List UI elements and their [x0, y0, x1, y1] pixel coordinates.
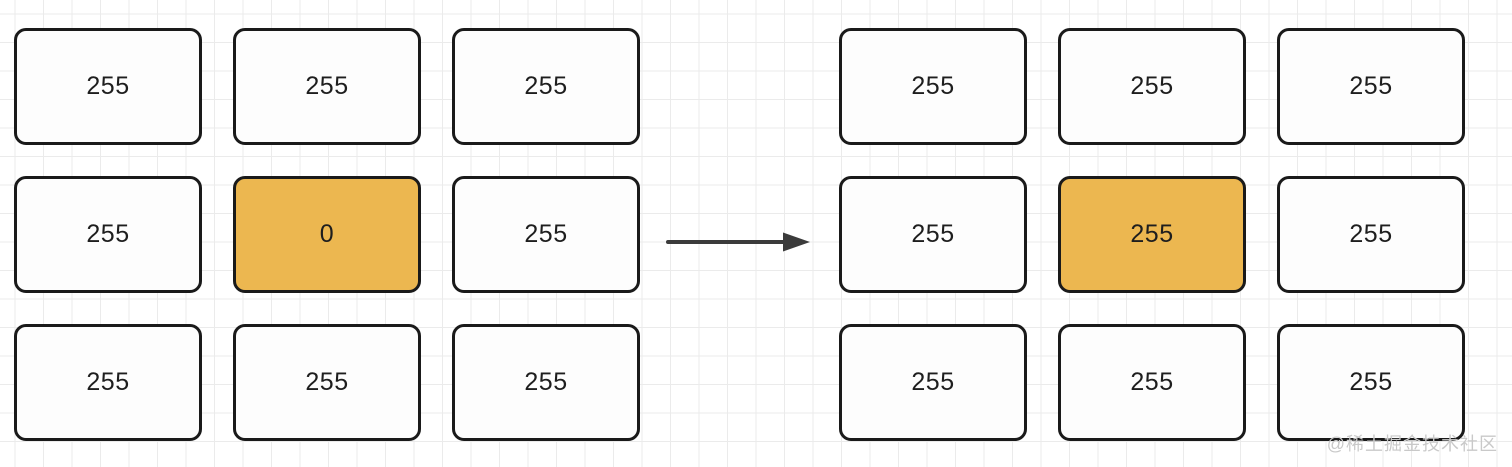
- matrix-cell: 255: [839, 324, 1027, 441]
- matrix-cell: 255: [233, 28, 421, 145]
- matrix-cell: 0: [233, 176, 421, 293]
- output-matrix: 255 255 255 255 255 255 255 255 255: [839, 28, 1465, 441]
- matrix-cell: 255: [233, 324, 421, 441]
- matrix-cell: 255: [1058, 324, 1246, 441]
- matrix-cell: 255: [452, 28, 640, 145]
- matrix-cell: 255: [1058, 28, 1246, 145]
- matrix-cell: 255: [14, 28, 202, 145]
- matrix-cell: 255: [1277, 176, 1465, 293]
- matrix-cell: 255: [839, 176, 1027, 293]
- matrix-cell: 255: [452, 176, 640, 293]
- matrix-cell: 255: [452, 324, 640, 441]
- matrix-cell: 255: [14, 176, 202, 293]
- watermark: @稀土掘金技术社区: [1326, 434, 1498, 454]
- matrix-cell: 255: [1277, 28, 1465, 145]
- matrix-cell: 255: [1058, 176, 1246, 293]
- matrix-cell: 255: [839, 28, 1027, 145]
- matrix-cell: 255: [1277, 324, 1465, 441]
- input-matrix: 255 255 255 255 0 255 255 255 255: [14, 28, 640, 441]
- matrix-cell: 255: [14, 324, 202, 441]
- arrow-right-icon: [666, 232, 810, 252]
